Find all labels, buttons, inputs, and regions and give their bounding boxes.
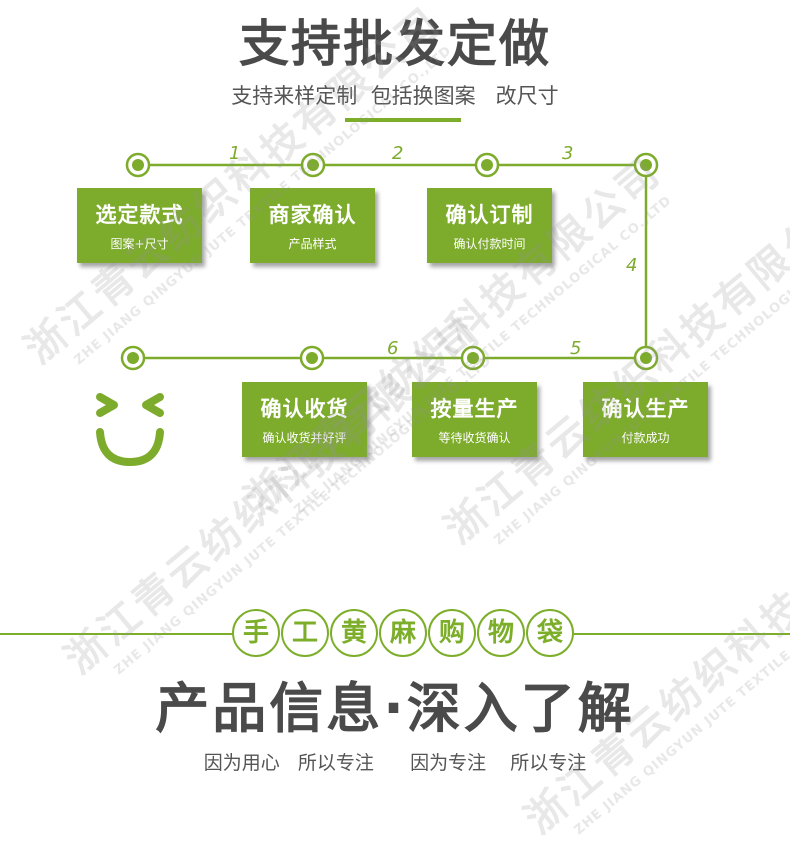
step-subtitle: 确认付款时间 [453,237,526,251]
product-headline: 产品信息·深入了解 [155,677,635,740]
step-card-2: 商家确认 产品样式 [250,188,375,263]
banner-line-left [0,633,232,635]
step-card-5: 按量生产 等待收货确认 [412,382,537,457]
banner-char: 麻 [379,609,427,657]
title-underline [345,118,461,122]
banner-char: 购 [428,609,476,657]
step-subtitle: 付款成功 [621,431,670,445]
step-card-1: 选定款式 图案+尺寸 [77,188,202,263]
smiley-icon [96,393,164,466]
product-slogan: 因为用心 所以专注 因为专注 所以专注 [203,752,587,774]
step-number-6: 6 [387,338,399,359]
page-subtitle: 支持来样定制 包括换图案 改尺寸 [231,84,559,108]
step-card-4: 确认生产 付款成功 [583,382,708,457]
banner-char: 物 [477,609,525,657]
step-card-6: 确认收货 确认收货并好评 [242,382,367,457]
step-number-3: 3 [562,143,574,164]
process-flow-diagram [96,152,659,466]
step-title: 确认订制 [445,203,534,227]
step-title: 选定款式 [95,203,184,227]
banner-char: 工 [281,609,329,657]
step-card-3: 确认订制 确认付款时间 [427,188,552,263]
step-title: 商家确认 [268,203,357,227]
step-title: 按量生产 [430,397,519,421]
banner-char: 手 [232,609,280,657]
step-number-4: 4 [626,255,638,276]
step-subtitle: 等待收货确认 [438,431,511,445]
step-title: 确认收货 [260,397,349,421]
step-title: 确认生产 [601,397,690,421]
banner-char: 黄 [330,609,378,657]
step-number-1: 1 [229,143,241,164]
banner-char: 袋 [526,609,574,657]
flow-node [120,152,659,371]
step-subtitle: 确认收货并好评 [262,431,347,445]
step-number-2: 2 [392,143,404,164]
step-number-5: 5 [570,338,582,359]
banner-line-right [574,633,790,635]
step-subtitle: 图案+尺寸 [110,237,169,251]
page-title: 支持批发定做 [239,15,551,73]
step-subtitle: 产品样式 [288,237,337,251]
